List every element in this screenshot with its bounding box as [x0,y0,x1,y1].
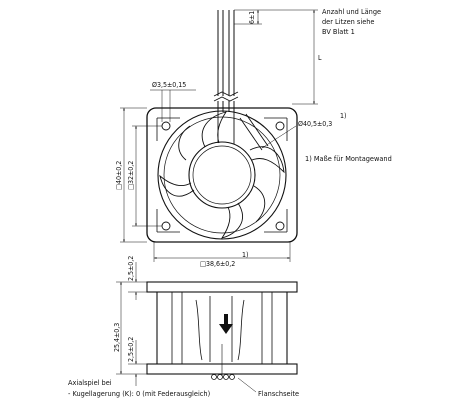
inner-size-label: □32±0,2 [127,161,135,190]
flange-side-callout: Flanschseite [237,377,299,398]
total-depth-label: 25,4±0,3 [113,323,121,352]
outer-size-dimension: □40±0,2 [115,107,147,243]
airflow-arrow-icon [219,314,233,334]
bottom-size-label: □38,6±0,2 [200,260,235,268]
axial-note-line1: Axialspiel bei [68,379,112,387]
wire-note-line2: der Litzen siehe [322,18,375,26]
mount-diameter-label: Ø40,5±0,3 [298,120,332,128]
mount-diameter-mark: 1) [340,112,346,120]
axial-note: Axialspiel bei - Kugellagerung (K): 0 (m… [68,379,210,398]
strip-length-label: 6±1 [248,11,256,24]
hole-diameter-dimension: Ø3,5±0,15 [150,81,196,122]
strip-length-dimension: 6±1 [234,9,262,25]
mounting-note: 1) Maße für Montagewand [305,155,392,163]
fan-side-view [146,281,298,380]
hole-diameter-label: Ø3,5±0,15 [152,81,186,89]
flange-side-label: Flanschseite [258,390,299,398]
outer-size-label: □40±0,2 [115,161,123,190]
wire-length-dimension: L [262,9,322,105]
wire-length-label: L [318,54,322,62]
bottom-size-dimension: □38,6±0,2 1) [153,242,291,268]
wire-note-line3: BV Blatt 1 [322,28,355,36]
wire-note: Anzahl und Länge der Litzen siehe BV Bla… [322,8,381,36]
fan-front-view [146,107,298,243]
rear-flange-label: 2,5±0,2 [127,337,135,362]
lead-wires [213,10,239,112]
axial-note-line2: - Kugellagerung (K): 0 (mit Federausglei… [68,390,210,398]
mount-diameter-dimension: Ø40,5±0,3 1) [261,112,346,149]
wire-note-line1: Anzahl und Länge [322,8,381,16]
bottom-size-mark: 1) [242,251,248,259]
rear-flange-dimension: 2,5±0,2 [127,337,147,386]
total-depth-dimension: 25,4±0,3 [113,281,147,375]
flange-thickness-dimension: 2,5±0,2 [127,256,147,300]
inner-size-dimension: □32±0,2 [127,125,162,227]
flange-thickness-label: 2,5±0,2 [127,256,135,281]
